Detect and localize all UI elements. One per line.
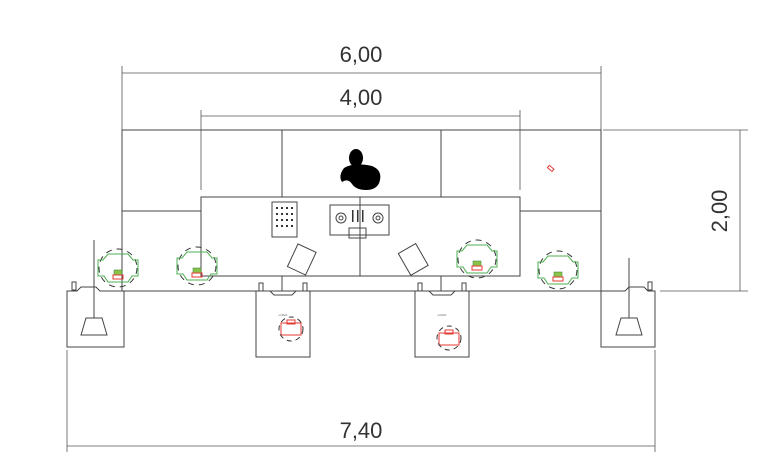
stage-platform: [121, 129, 602, 292]
dimension-label-2m: 2,00: [707, 190, 732, 233]
stage-monitor-icon: [176, 246, 218, 286]
dj-desk: [200, 196, 521, 277]
dimension-label-4m: 4,00: [340, 85, 383, 110]
dj-controller-icon: [329, 204, 390, 239]
dimension-6m: 6,00: [121, 42, 602, 130]
subwoofer-brand: LOGO: [438, 313, 447, 317]
stage-monitor-icon: [97, 248, 139, 288]
subwoofer-left: LOGO: [255, 282, 311, 358]
marker-icon: [546, 164, 555, 173]
dimension-7-40m: 7,40: [66, 350, 656, 452]
pa-speaker-left: [66, 240, 125, 348]
stage-monitor-icon: [537, 250, 579, 290]
dj-person-icon: [340, 149, 381, 190]
dimension-4m: 4,00: [200, 85, 521, 190]
paper-sheet-icon: [286, 242, 429, 276]
dimension-2m: 2,00: [603, 129, 748, 292]
subwoofer-brand: LOGO: [279, 313, 288, 317]
effects-unit-icon: [271, 201, 298, 238]
subwoofer-right: LOGO: [414, 282, 470, 358]
dimension-label-7-40m: 7,40: [340, 418, 383, 443]
pa-speaker-right: [600, 258, 656, 348]
stage-monitor-icon: [456, 239, 498, 279]
dimension-label-6m: 6,00: [340, 42, 383, 67]
